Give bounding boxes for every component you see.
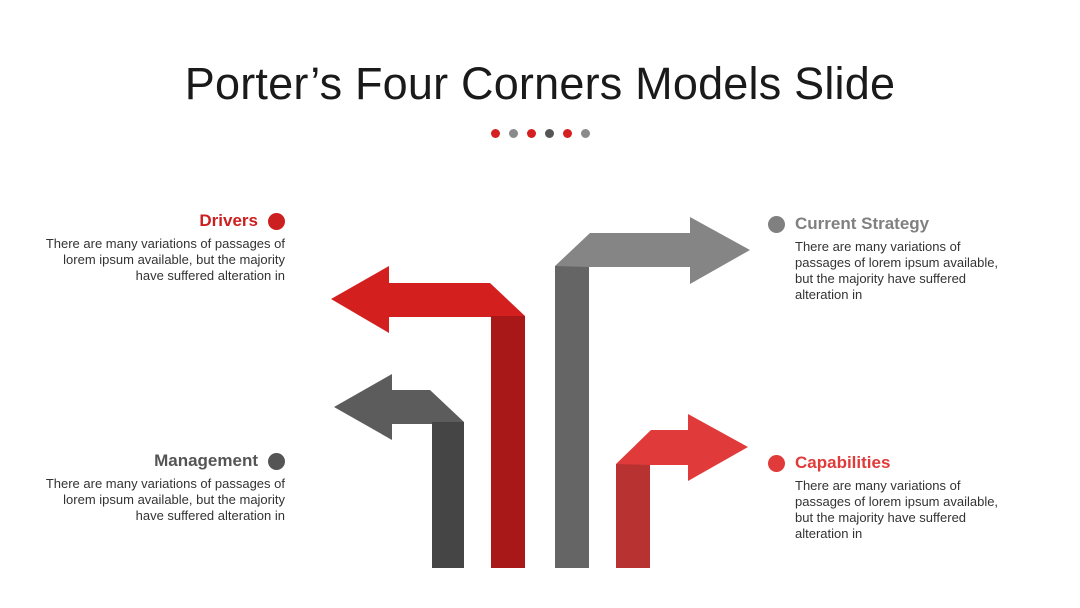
drivers-arrow	[331, 266, 525, 568]
drivers-description: There are many variations of passages of…	[45, 236, 285, 283]
capabilities-arrow-stem	[616, 464, 650, 568]
capabilities-bullet-icon	[768, 454, 785, 472]
dot-icon	[580, 129, 590, 138]
dot-icon	[508, 129, 518, 138]
dot-icon	[544, 129, 554, 138]
current-strategy-label: Current Strategy	[795, 214, 930, 233]
drivers-arrow-head	[331, 266, 525, 333]
current-strategy-block: Current Strategy There are many variatio…	[768, 214, 1018, 303]
capabilities-description: There are many variations of passages of…	[795, 478, 999, 541]
current-strategy-arrow-head	[555, 217, 750, 284]
dot-icon	[526, 129, 536, 138]
management-label: Management	[154, 451, 258, 470]
drivers-block: Drivers There are many variations of pas…	[35, 211, 285, 284]
management-arrow	[334, 374, 464, 568]
management-header: Management	[35, 451, 285, 471]
capabilities-block: Capabilities There are many variations o…	[768, 453, 1018, 542]
management-description: There are many variations of passages of…	[45, 476, 285, 523]
capabilities-arrow-head	[616, 414, 748, 481]
current-strategy-bullet-icon	[768, 215, 785, 233]
current-strategy-arrow-stem	[555, 266, 589, 568]
dot-icon	[562, 129, 572, 138]
management-arrow-head	[334, 374, 464, 440]
slide-title: Porter’s Four Corners Models Slide	[184, 58, 896, 109]
management-arrow-stem	[432, 422, 464, 568]
capabilities-header: Capabilities	[768, 453, 1018, 473]
management-bullet-icon	[268, 452, 285, 470]
drivers-bullet-icon	[268, 212, 285, 230]
dot-icon	[490, 129, 500, 138]
capabilities-arrow	[616, 414, 748, 568]
current-strategy-description: There are many variations of passages of…	[795, 239, 999, 302]
management-block: Management There are many variations of …	[35, 451, 285, 524]
current-strategy-arrow	[555, 217, 750, 568]
current-strategy-header: Current Strategy	[768, 214, 1018, 234]
drivers-arrow-stem	[491, 316, 525, 568]
drivers-label: Drivers	[199, 211, 258, 230]
capabilities-label: Capabilities	[795, 453, 891, 472]
drivers-header: Drivers	[35, 211, 285, 231]
decorative-dots	[0, 129, 1080, 138]
